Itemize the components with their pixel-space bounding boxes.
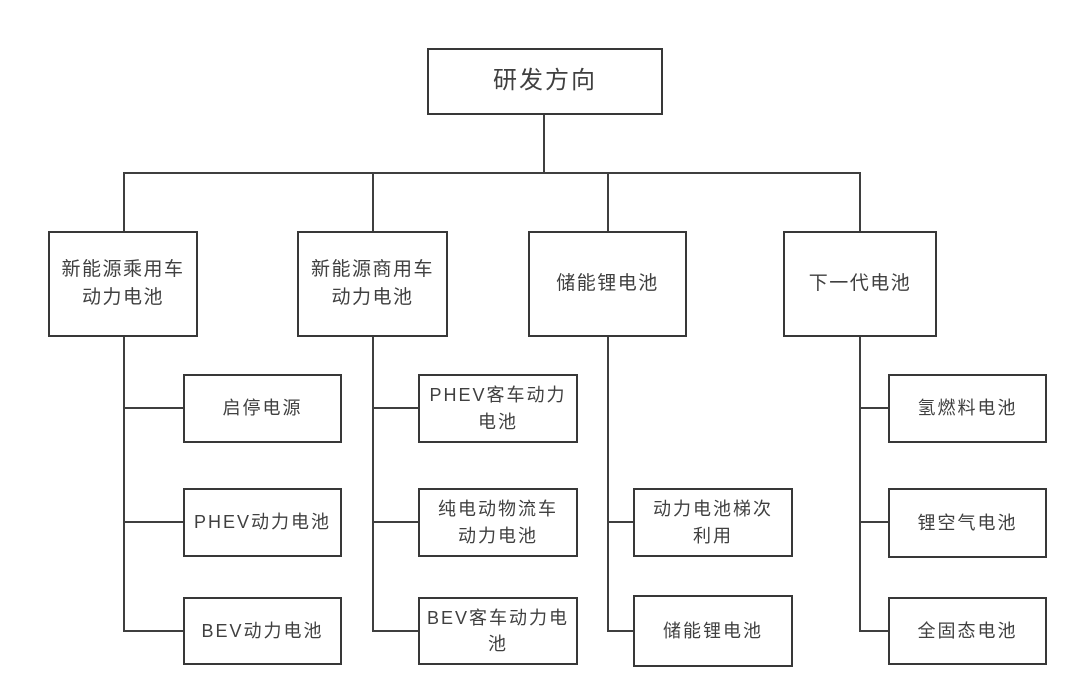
node-next-generation-battery: 下一代电池 <box>783 231 937 337</box>
node-ev-logistics-vehicle-battery: 纯电动物流车 动力电池 <box>418 488 578 557</box>
node-start-stop-power: 启停电源 <box>183 374 342 443</box>
node-phev-bus-power-battery: PHEV客车动力 电池 <box>418 374 578 443</box>
connector-drop-branch-2 <box>372 173 374 231</box>
connector-drop-branch-4 <box>859 173 861 231</box>
connector-elbow <box>607 630 633 632</box>
node-bev-power-battery: BEV动力电池 <box>183 597 342 665</box>
node-storage-li-battery-leaf: 储能锂电池 <box>633 595 793 667</box>
connector-elbow <box>859 630 888 632</box>
node-battery-echelon-utilization: 动力电池梯次 利用 <box>633 488 793 557</box>
node-phev-power-battery: PHEV动力电池 <box>183 488 342 557</box>
connector-distribution-line <box>123 172 861 174</box>
connector-elbow <box>859 521 888 523</box>
node-nev-commercial-vehicle-battery: 新能源商用车 动力电池 <box>297 231 448 337</box>
connector-elbow <box>123 630 183 632</box>
node-nev-passenger-vehicle-battery: 新能源乘用车 动力电池 <box>48 231 198 337</box>
connector-elbow <box>372 407 418 409</box>
node-lithium-air-battery: 锂空气电池 <box>888 488 1047 558</box>
connector-elbow <box>859 407 888 409</box>
connector-trunk-branch-1 <box>123 337 125 632</box>
connector-drop-branch-1 <box>123 173 125 231</box>
node-hydrogen-fuel-cell: 氢燃料电池 <box>888 374 1047 443</box>
connector-trunk-branch-3 <box>607 337 609 632</box>
node-rd-direction: 研发方向 <box>427 48 663 115</box>
connector-elbow <box>372 630 418 632</box>
node-bev-bus-power-battery: BEV客车动力电 池 <box>418 597 578 665</box>
node-energy-storage-li-battery: 储能锂电池 <box>528 231 687 337</box>
connector-trunk-branch-2 <box>372 337 374 632</box>
connector-elbow <box>123 521 183 523</box>
connector-root-stem <box>543 115 545 173</box>
connector-elbow <box>372 521 418 523</box>
node-all-solid-state-battery: 全固态电池 <box>888 597 1047 665</box>
connector-elbow <box>607 521 633 523</box>
connector-drop-branch-3 <box>607 173 609 231</box>
connector-elbow <box>123 407 183 409</box>
connector-trunk-branch-4 <box>859 337 861 632</box>
